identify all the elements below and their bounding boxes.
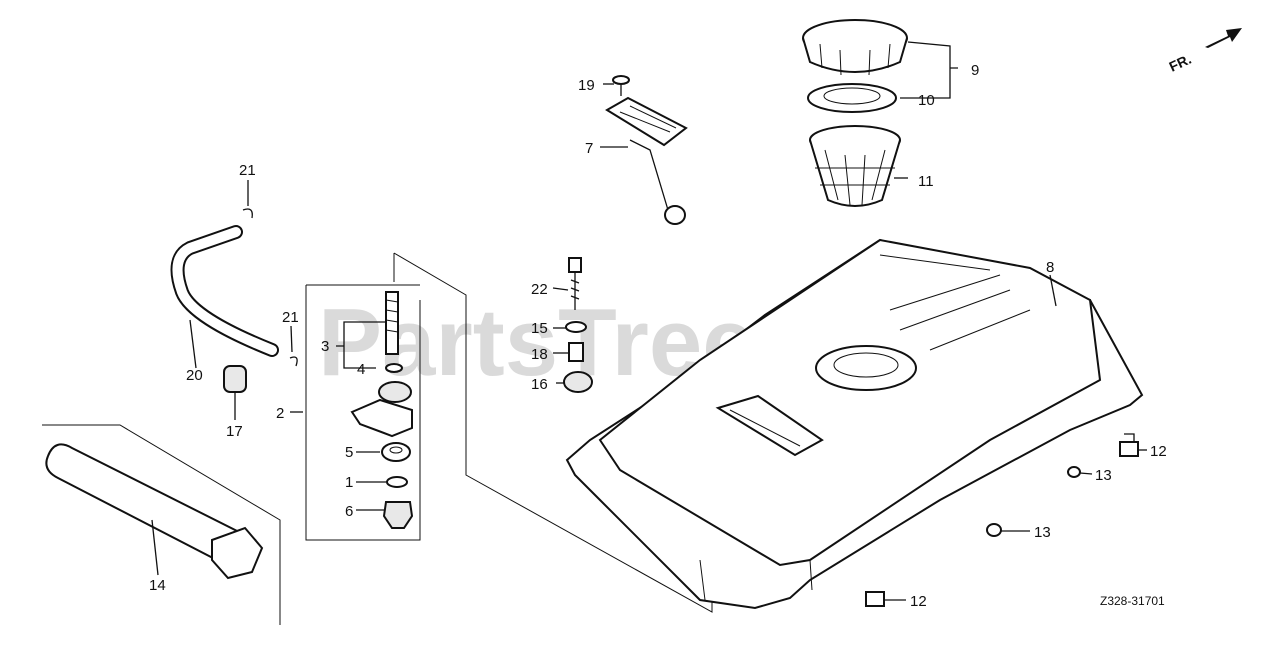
tank-bolt-12-right	[1119, 433, 1139, 457]
callout-1: 1	[345, 474, 353, 491]
fuel-cock-body	[350, 381, 413, 438]
gauge-screw	[612, 75, 630, 96]
fuel-tube	[170, 225, 279, 357]
callout-22: 22	[531, 281, 548, 298]
callout-7: 7	[585, 140, 593, 157]
front-direction-label: FR.	[1167, 51, 1194, 75]
cap-gasket	[807, 83, 897, 113]
mount-washer	[565, 321, 587, 333]
fuel-cock-cup	[382, 501, 414, 529]
leader-lines	[151, 41, 1147, 601]
fuel-cock-oring-4	[385, 363, 403, 373]
callout-5: 5	[345, 444, 353, 461]
callout-6: 6	[345, 503, 353, 520]
callout-2: 2	[276, 405, 284, 422]
box-wrench	[45, 443, 264, 580]
diagram-code: Z328-31701	[1100, 594, 1165, 608]
callout-15: 15	[531, 320, 548, 337]
front-direction-arrow: FR.	[1167, 28, 1242, 75]
callout-11: 11	[918, 173, 934, 190]
callout-16: 16	[531, 376, 548, 393]
tube-clip-upper	[242, 208, 253, 219]
tank-nut-13-right	[1067, 466, 1081, 478]
mount-rubber	[563, 371, 593, 393]
callout-4: 4	[357, 361, 365, 378]
tank-nut-13-lower	[986, 523, 1002, 537]
mount-collar	[568, 342, 584, 362]
callout-10: 10	[918, 92, 935, 109]
callout-8: 8	[1046, 259, 1054, 276]
callout-13-lower: 13	[1034, 524, 1051, 541]
tank-bolt-12-lower	[865, 591, 885, 607]
callout-12-right: 12	[1150, 443, 1167, 460]
callout-18: 18	[531, 346, 548, 363]
fuel-strainer	[809, 125, 901, 207]
callout-17: 17	[226, 423, 243, 440]
front-arrow-icon	[1205, 28, 1242, 48]
callout-3: 3	[321, 338, 329, 355]
callout-14: 14	[149, 577, 166, 594]
callout-9: 9	[971, 62, 979, 79]
callout-21-upper: 21	[239, 162, 256, 179]
fuel-cock-oring-1	[386, 476, 408, 488]
callout-12-lower: 12	[910, 593, 927, 610]
tube-clip-lower	[289, 356, 298, 367]
fuel-cap	[802, 19, 908, 76]
fuel-filter	[223, 365, 247, 393]
callout-21-lower: 21	[282, 309, 299, 326]
callout-13-right: 13	[1095, 467, 1112, 484]
fuel-cock-lever-bolt	[385, 291, 399, 355]
fuel-cock-nut	[381, 442, 411, 462]
fuel-tank	[565, 238, 1144, 610]
callout-19: 19	[578, 77, 595, 94]
callout-20: 20	[186, 367, 203, 384]
mount-bolt	[568, 257, 582, 310]
fuel-gauge	[605, 96, 688, 225]
